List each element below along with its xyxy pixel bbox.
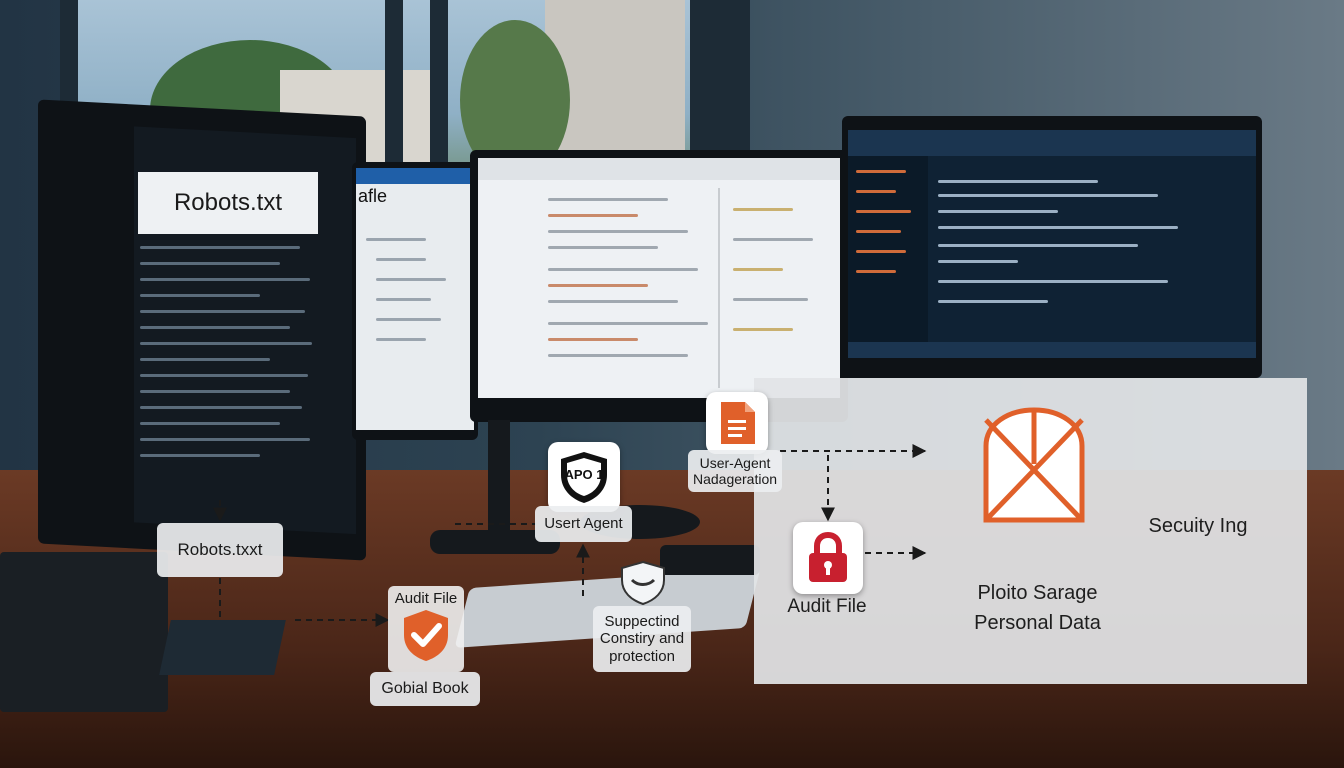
suspected-line-1: Suppectind (604, 613, 680, 631)
node-audit-file-left: Audit File (388, 586, 464, 672)
monitor-second: afle (352, 162, 478, 440)
desk-speaker (0, 552, 168, 712)
lock-badge (793, 522, 863, 594)
nav-line-1: User-Agent (699, 454, 771, 471)
badge-shield-icon: APO 1 (561, 452, 607, 503)
monitor-right-screen (848, 130, 1256, 358)
document-icon (721, 402, 755, 444)
monitor-stand (488, 420, 510, 540)
suspected-line-3: protection (609, 647, 675, 665)
monitor-center (470, 150, 848, 422)
storage-vault-icon (983, 407, 1085, 523)
second-screen-header: afle (358, 186, 388, 206)
editor-menubar (848, 130, 1256, 156)
node-personal-storage: Ploito Sarage Personal Data (955, 578, 1120, 638)
node-security: Secuity Ing (1148, 515, 1248, 537)
pane-divider (718, 188, 720, 388)
monitor-right (842, 116, 1262, 378)
node-user-agent-navigation: User-Agent Nadageration (688, 450, 782, 492)
badge-text: APO 1 (564, 467, 603, 482)
browser-tab-bar (356, 168, 474, 184)
monitor-center-screen (478, 158, 840, 398)
storage-line-1: Ploito Sarage (977, 582, 1098, 604)
robots-text-lines (140, 246, 325, 496)
browser-toolbar (478, 158, 840, 180)
shield-outline-icon (621, 560, 665, 606)
node-robots-txt: Robots.txxt (157, 523, 283, 577)
window-frame (430, 0, 448, 190)
editor-file-tree (848, 156, 928, 358)
monitor-second-screen: afle (356, 168, 474, 430)
nav-line-2: Nadageration (692, 471, 778, 487)
user-agent-badge: APO 1 (548, 442, 620, 512)
padlock-icon (809, 532, 847, 582)
suspected-line-2: Constiry and (599, 630, 685, 648)
guard-shield (618, 560, 668, 606)
shield-check-icon (404, 610, 448, 662)
robots-title: Robots.txt (138, 172, 318, 234)
audit-file-right: Audit File (787, 596, 867, 617)
document-badge (706, 392, 768, 454)
node-user-agent: Usert Agent (535, 506, 632, 542)
node-suspected-protection: Suppectind Constiry and protection (593, 606, 691, 672)
audit-file-left-label: Audit File (394, 590, 458, 607)
desk-tablet (159, 620, 286, 675)
storage-line-2: Personal Data (974, 612, 1101, 634)
desk-phone (660, 545, 760, 575)
window-frame (385, 0, 403, 190)
editor-taskbar (848, 342, 1256, 358)
node-global-book: Gobial Book (370, 672, 480, 706)
